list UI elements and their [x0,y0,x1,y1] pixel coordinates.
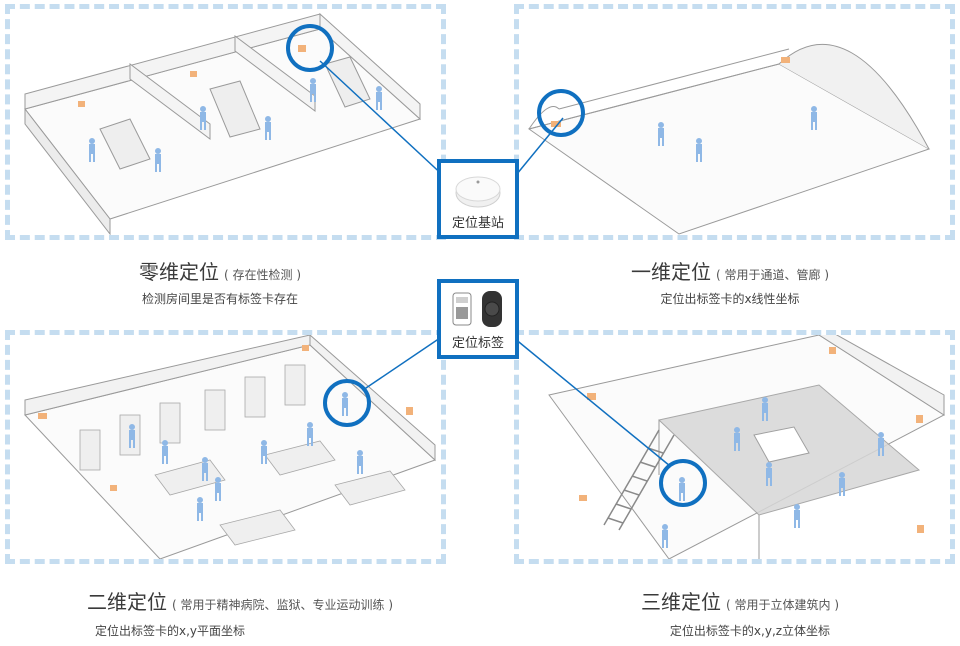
zero-d-subtitle: 检测房间里是否有标签卡存在 [141,292,298,306]
station-device-icon [455,176,501,208]
three-d-subtitle: 定位出标签卡的x,y,z立体坐标 [669,624,831,638]
one-d-caption: 一维定位 ( 常用于通道、管廊 ) [560,256,900,285]
station-callout: 定位基站 [437,159,519,239]
wall-anchor-devices [78,45,306,107]
building-person-figures [662,397,884,548]
one-d-subtitle: 定位出标签卡的x线性坐标 [660,292,800,306]
station-label: 定位基站 [451,216,504,231]
tag-label: 定位标签 [451,336,504,351]
desk [753,426,810,463]
one-d-paren: ( 常用于通道、管廊 ) [716,268,830,282]
two-d-subtitle: 定位出标签卡的x,y平面坐标 [94,624,246,638]
tag-callout: 定位标签 [437,279,519,359]
tag-devices-icon [452,291,502,327]
one-d-tunnel-illustration [527,43,931,235]
panel-three-d [514,330,955,564]
three-d-caption: 三维定位 ( 常用于立体建筑内 ) [570,586,910,615]
tag-card-icon [452,292,472,326]
one-d-title: 一维定位 [630,260,711,284]
two-d-title: 二维定位 [86,590,167,614]
hall-anchor-devices [38,345,413,491]
zero-d-room-illustration [24,12,421,235]
three-d-paren: ( 常用于立体建筑内 ) [726,598,840,612]
zero-d-title: 零维定位 [138,260,219,284]
two-d-caption: 二维定位 ( 常用于精神病院、监狱、专业运动训练 ) [30,586,450,615]
zero-d-anchor-highlight [286,24,334,72]
wristband-icon [482,291,502,327]
zero-d-paren: ( 存在性检测 ) [224,268,302,282]
three-d-building-illustration [548,335,945,559]
shelving-units [79,364,306,471]
three-d-title: 三维定位 [640,590,721,614]
hall-person-figures [129,392,363,521]
two-d-hall-illustration [24,335,436,559]
person-figures [89,78,382,172]
panel-one-d [514,4,955,240]
panel-two-d [5,330,446,564]
tunnel-person-figures [658,106,817,162]
zero-d-caption: 零维定位 ( 存在性检测 ) [50,256,390,285]
three-d-tag-highlight [659,459,707,507]
two-d-tag-highlight [323,379,371,427]
panel-zero-d [5,4,446,240]
two-d-paren: ( 常用于精神病院、监狱、专业运动训练 ) [172,598,394,612]
